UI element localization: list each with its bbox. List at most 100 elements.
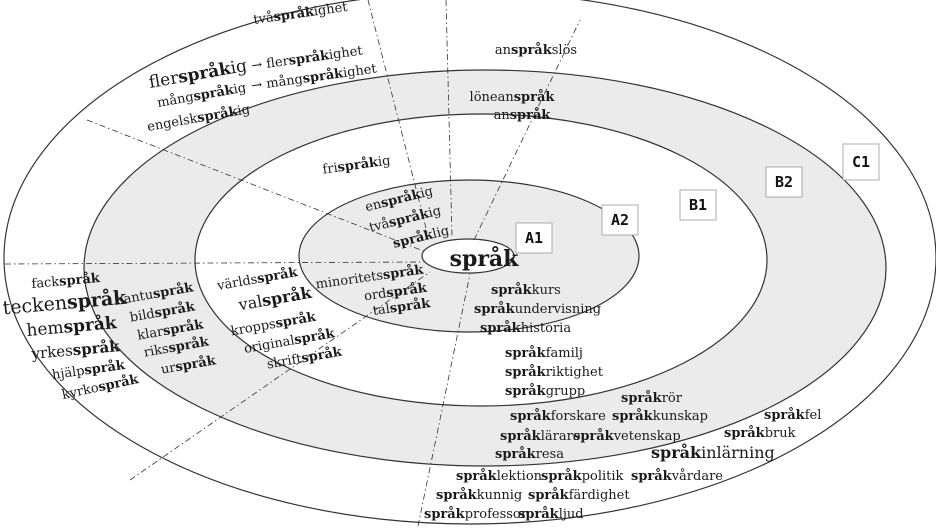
word-w19-pre: hem (26, 318, 65, 341)
center-word: språk (450, 246, 520, 272)
word-w17-bold: språk (58, 270, 101, 290)
word-w23-pre: bantu (114, 287, 154, 308)
word-w41-post: kunskap (653, 409, 708, 424)
word-w39-bold: språk (621, 390, 663, 406)
word-w36: språkfamilj (505, 345, 583, 361)
ring-a1 (421, 238, 515, 274)
word-w42-bold: språk (500, 428, 542, 444)
word-w16: talspråk (372, 295, 432, 319)
word-w43-bold: språk (573, 428, 615, 444)
word-w48-bold: språk (456, 468, 498, 484)
word-w20: yrkesspråk (30, 337, 121, 363)
word-w46-bold: språk (724, 425, 766, 441)
word-w21: hjälpspråk (51, 357, 127, 383)
word-w30-bold: språk (274, 309, 318, 332)
word-w50: språkvårdare (631, 468, 723, 484)
word-w35-bold: språk (480, 320, 522, 336)
word-w15: ordspråk (363, 280, 429, 305)
word-w05-bold: språk (302, 65, 346, 87)
word-w43-post: vetenskap (613, 429, 681, 444)
word-w31: originalspråk (243, 325, 337, 357)
word-w10-bold: språk (337, 154, 381, 176)
word-w03-pre: → fler (250, 54, 290, 74)
word-w40-post: forskare (551, 409, 606, 424)
word-w40: språkforskare (510, 408, 606, 424)
word-w01-bold: språk (272, 3, 316, 25)
word-w31-bold: språk (293, 325, 337, 348)
word-w07-bold: språk (511, 42, 553, 58)
word-w48-post: lektion (497, 469, 543, 484)
word-w32: skriftspråk (266, 343, 344, 372)
word-w06-post: ig (236, 102, 251, 119)
word-w09-pre: an (494, 108, 511, 123)
word-w34-post: undervisning (515, 302, 601, 317)
word-w37-bold: språk (505, 364, 547, 380)
word-w44-bold: språk (495, 446, 537, 462)
word-w47: språkinlärning (651, 442, 775, 462)
svg-text:A1: A1 (525, 229, 543, 247)
word-w08-bold: språk (514, 89, 556, 105)
word-w42-post: lärare (541, 429, 581, 444)
word-w38-bold: språk (505, 383, 547, 399)
word-w05-post: ighet (342, 61, 378, 81)
word-w32-pre: skrift (266, 352, 304, 373)
word-w37-post: riktighet (546, 365, 604, 380)
word-w28-pre: världs (215, 272, 258, 294)
word-w04-post: ig (232, 81, 247, 98)
word-w26: riksspråk (143, 333, 211, 360)
word-w04-pre: mång (156, 89, 195, 111)
word-w33-post: kurs (532, 283, 561, 298)
level-label-c1: C1 (842, 143, 880, 181)
word-w19: hemspråk (26, 312, 119, 341)
word-w51-post: kunnig (477, 488, 522, 503)
word-w47-bold: språk (651, 442, 702, 462)
word-w07: anspråkslös (495, 42, 577, 58)
word-w38-post: grupp (546, 384, 586, 399)
level-label-b1: B1 (679, 189, 717, 221)
word-w33-bold: språk (491, 282, 533, 298)
word-w23-bold: språk (152, 279, 196, 302)
word-w03-post: ighet (328, 43, 364, 63)
word-w08: löneanspråk (470, 89, 556, 105)
word-w40-bold: språk (510, 408, 552, 424)
word-w13-post: lig (431, 223, 451, 242)
level-label-a1: A1 (515, 222, 553, 254)
word-w09-bold: språk (510, 107, 552, 123)
word-w04: mångspråkig (156, 80, 247, 111)
word-w49-bold: språk (541, 468, 583, 484)
word-w05-pre: → mång (250, 71, 304, 94)
word-w15-bold: språk (385, 280, 429, 302)
word-w12-pre: två (367, 215, 391, 236)
word-w39-post: rör (662, 391, 683, 406)
word-w24-pre: bild (129, 307, 156, 326)
word-w50-bold: språk (631, 468, 673, 484)
word-w49-post: politik (582, 469, 624, 484)
level-label-a2: A2 (601, 204, 639, 236)
word-w07-post: slös (552, 43, 577, 58)
word-w10: frispråkig (321, 152, 391, 177)
word-w45: språkfel (764, 407, 821, 423)
word-w15-pre: ord (363, 286, 387, 304)
word-w33: språkkurs (491, 282, 561, 298)
svg-text:B2: B2 (775, 173, 793, 191)
word-w21-bold: språk (83, 357, 127, 379)
word-w34-bold: språk (474, 301, 516, 317)
word-w26-pre: riks (143, 342, 170, 361)
word-w01: tvåspråkighet (252, 0, 349, 28)
word-w26-bold: språk (167, 333, 211, 356)
svg-text:C1: C1 (852, 153, 870, 171)
word-w23: bantuspråk (114, 279, 195, 309)
word-w54-post: ljud (559, 507, 584, 522)
word-w52-post: färdighet (569, 488, 631, 503)
word-w12-post: ig (427, 203, 443, 221)
word-w29-pre: val (236, 292, 264, 315)
word-w41: språkkunskap (612, 408, 708, 424)
word-w24-bold: språk (153, 298, 197, 321)
word-w52-bold: språk (528, 487, 570, 503)
word-w03: → flerspråkighet (250, 42, 364, 74)
word-w18-bold: språk (66, 286, 128, 314)
word-w01-post: ighet (313, 0, 349, 19)
word-w09: anspråk (494, 107, 552, 123)
word-w24: bildspråk (129, 298, 197, 325)
